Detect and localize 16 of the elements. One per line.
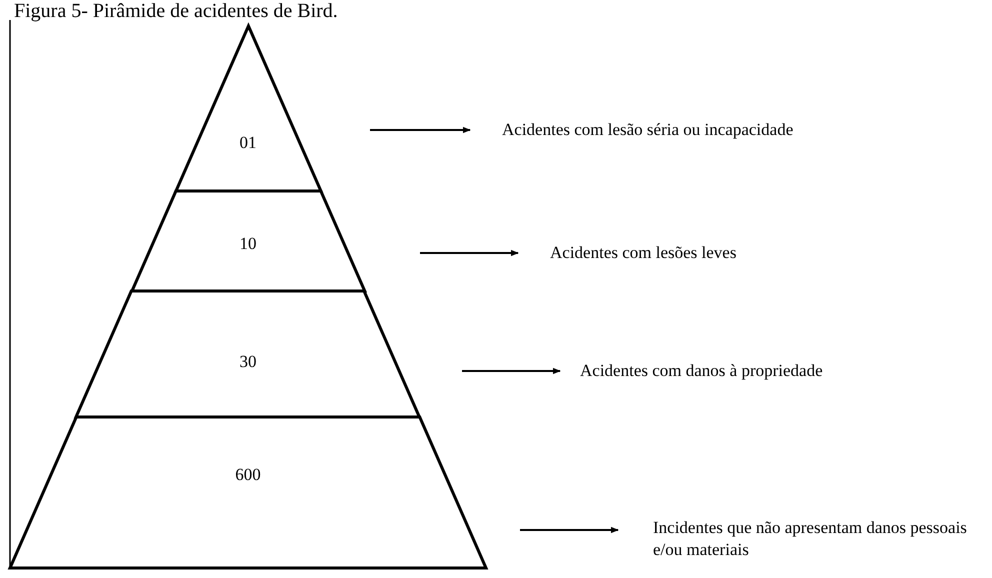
level-count: 30 [239, 352, 256, 372]
level-count: 600 [235, 465, 261, 485]
arrow [420, 250, 519, 256]
arrow [520, 526, 619, 534]
arrow [370, 126, 471, 134]
figure-title: Figura 5- Pirâmide de acidentes de Bird. [14, 0, 338, 22]
pyramid-level [74, 289, 422, 419]
arrow [462, 368, 561, 374]
level-description: Acidentes com lesão séria ou incapacidade [502, 119, 942, 141]
level-description: Acidentes com lesões leves [550, 242, 950, 264]
level-count: 10 [239, 234, 256, 254]
pyramid-level [130, 189, 366, 293]
level-description: Incidentes que não apresentam danos pessoais e/ou materiais [653, 517, 988, 561]
pyramid-level [8, 415, 488, 570]
level-count: 01 [239, 133, 256, 153]
level-description: Acidentes com danos à propriedade [580, 360, 980, 382]
